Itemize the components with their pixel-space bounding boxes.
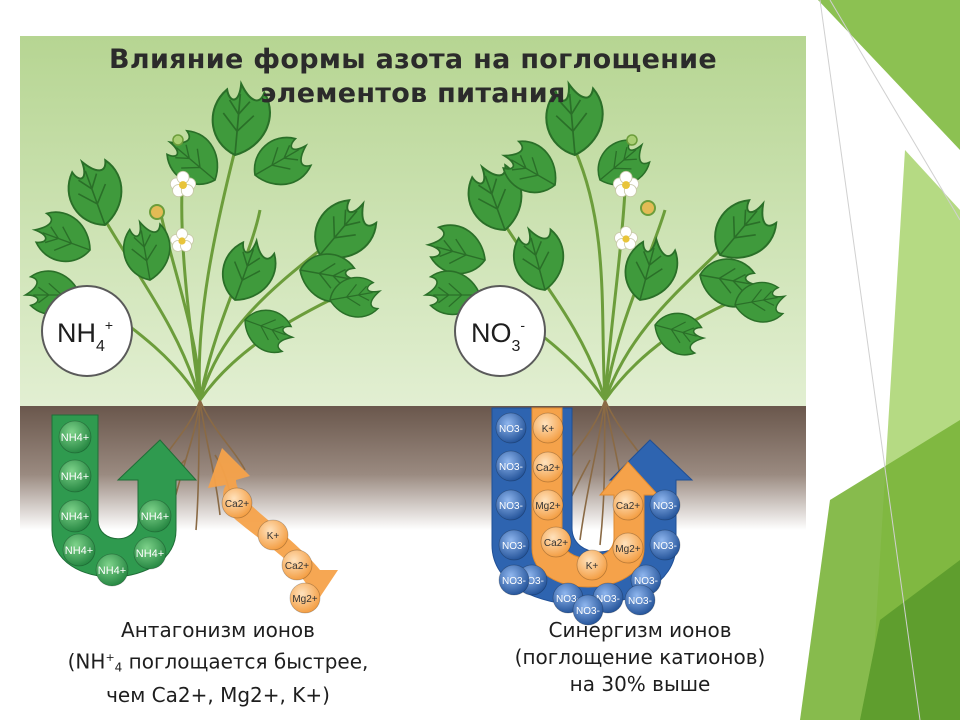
no3-ion-label: NO3- xyxy=(502,541,526,552)
cation-ion-right: Ca2+ xyxy=(612,489,644,521)
no3-ion: NO3- xyxy=(498,529,530,561)
no3-ion-label: NO3- xyxy=(502,576,526,587)
caption-left: Антагонизм ионов (NH+4 поглощается быстр… xyxy=(28,617,408,709)
nh4-ion-label: NH4+ xyxy=(136,548,164,560)
plant-right xyxy=(421,80,790,546)
title-line-2: элементов питания xyxy=(260,78,566,109)
cation-ion-left: K+ xyxy=(257,519,289,551)
caption-right-line1: Синергизм ионов xyxy=(548,618,732,642)
no3-ion-label: NO3- xyxy=(556,594,580,605)
title-line-1: Влияние формы азота на поглощение xyxy=(108,44,718,75)
caption-right-line2: (поглощение катионов) xyxy=(514,645,766,669)
cation-ion-left: Ca2+ xyxy=(221,487,253,519)
cation-ion-right-label: Mg2+ xyxy=(615,544,640,555)
no3-ion-label: NO3- xyxy=(499,501,523,512)
no3-ion-group: NO3-NO3-NO3-NO3-NO3-NO3-NO3-NO3-NO3-NO3-… xyxy=(495,412,681,626)
nh4-ion: NH4+ xyxy=(58,459,92,493)
no3-ion: NO3- xyxy=(649,529,681,561)
cation-ion-right: Mg2+ xyxy=(612,532,644,564)
cation-ion-right-label: K+ xyxy=(542,424,555,435)
caption-right: Синергизм ионов (поглощение катионов) на… xyxy=(440,617,840,698)
caption-left-line1: Антагонизм ионов xyxy=(121,618,315,642)
nh4-badge: NH4+ xyxy=(41,285,133,377)
no3-ion: NO3- xyxy=(498,564,530,596)
no3-ion: NO3- xyxy=(572,594,604,626)
no3-ion: NO3- xyxy=(495,489,527,521)
caption-right-line3: на 30% выше xyxy=(569,672,711,696)
cation-ion-right: K+ xyxy=(532,412,564,444)
cation-ion-left: Mg2+ xyxy=(289,582,321,614)
no3-ion: NO3- xyxy=(649,489,681,521)
no3-ion-label: NO3- xyxy=(596,594,620,605)
cation-ion-right-label: Ca2+ xyxy=(544,538,568,549)
cation-ion-right: K+ xyxy=(576,549,608,581)
no3-ion: NO3- xyxy=(624,584,656,616)
no3-ion: NO3- xyxy=(495,412,527,444)
svg-text:NO3-: NO3- xyxy=(471,317,525,355)
cation-ion-left: Ca2+ xyxy=(281,549,313,581)
cation-ion-right: Ca2+ xyxy=(540,526,572,558)
no3-ion-label: NO3- xyxy=(653,501,677,512)
nh4-ion: NH4+ xyxy=(62,533,96,567)
cation-ion-right-label: Ca2+ xyxy=(616,501,640,512)
nh4-uptake-arrow xyxy=(51,414,198,578)
caption-left-line2: (NH+4 поглощается быстрее, xyxy=(67,649,369,675)
no3-ion-label: NO3- xyxy=(634,576,658,587)
cation-ion-left-label: K+ xyxy=(267,531,280,542)
nh4-ion-label: NH4+ xyxy=(141,511,169,523)
plant-left xyxy=(24,80,387,531)
no3-badge: NO3- xyxy=(454,285,546,377)
nh4-ion: NH4+ xyxy=(58,420,92,454)
cation-ion-group-right: K+ Ca2+ Mg2+ Ca2+ K+ Mg2+ Ca2+ xyxy=(532,412,644,581)
no3-ion-label: NO3- xyxy=(576,606,600,617)
nh4-ion: NH4+ xyxy=(95,553,129,587)
no3-ion: NO3- xyxy=(495,450,527,482)
cation-ion-left-label: Mg2+ xyxy=(292,594,317,605)
nh4-ion: NH4+ xyxy=(58,499,92,533)
cation-ion-left-label: Ca2+ xyxy=(285,561,309,572)
soil-band xyxy=(20,406,806,530)
cation-ion-group-left: Ca2+ K+ Ca2+ Mg2+ xyxy=(221,487,321,614)
decorative-corner-shapes xyxy=(800,0,960,721)
cation-ion-right-label: Mg2+ xyxy=(535,501,560,512)
no3-ion-label: NO3- xyxy=(628,596,652,607)
svg-text:NH4+: NH4+ xyxy=(57,317,113,355)
nh4-ion-label: NH4+ xyxy=(61,432,89,444)
nh4-ion-label: NH4+ xyxy=(61,471,89,483)
nh4-ion: NH4+ xyxy=(133,536,167,570)
caption-left-line3: чем Ca2+, Mg2+, K+) xyxy=(106,682,330,707)
nh4-ion-group: NH4+ NH4+ NH4+ NH4+ NH4+ NH4+ NH4+ xyxy=(58,420,172,587)
no3-ion-label: NO3- xyxy=(499,424,523,435)
no3-ion-label: NO3- xyxy=(499,462,523,473)
no3-ion-label: NO3- xyxy=(520,576,544,587)
nh4-ion-label: NH4+ xyxy=(65,545,93,557)
cation-ion-right-label: Ca2+ xyxy=(536,463,560,474)
no3-ion-label: NO3- xyxy=(653,541,677,552)
cation-ion-left-label: Ca2+ xyxy=(225,499,249,510)
cation-ion-right-label: K+ xyxy=(586,561,599,572)
nh4-ion-label: NH4+ xyxy=(98,565,126,577)
nh4-ion-label: NH4+ xyxy=(61,511,89,523)
cation-ion-right: Mg2+ xyxy=(532,489,564,521)
nh4-ion: NH4+ xyxy=(138,499,172,533)
cation-ion-right: Ca2+ xyxy=(532,451,564,483)
